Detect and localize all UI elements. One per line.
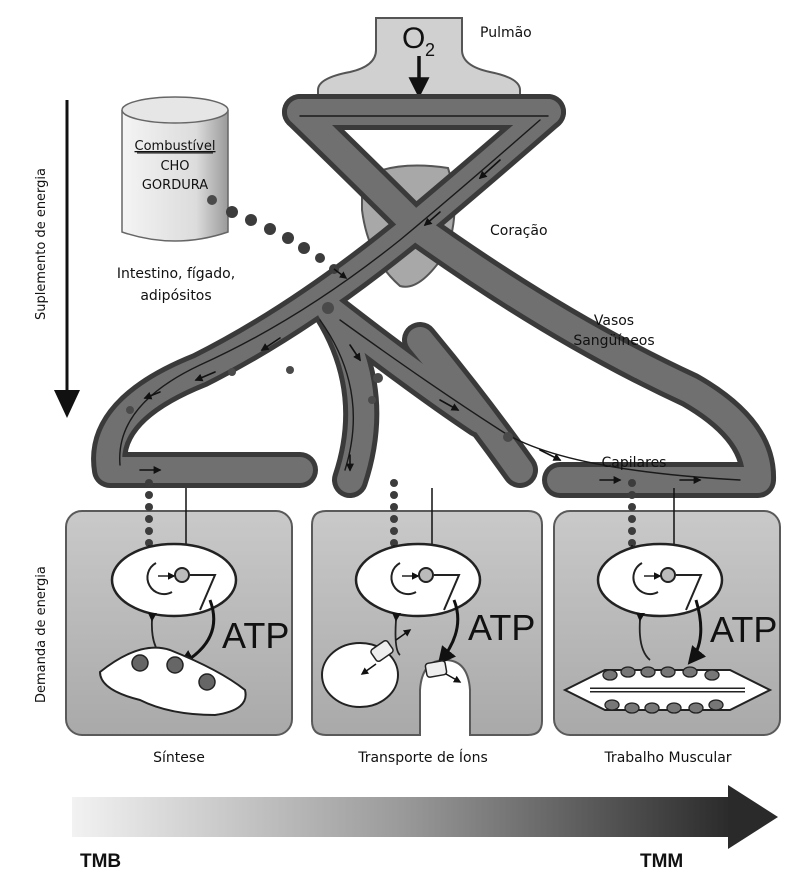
svg-text:O: O bbox=[402, 22, 425, 55]
fuel-title: Combustível bbox=[135, 139, 216, 154]
fuel-container: Combustível CHO GORDURA bbox=[121, 96, 229, 242]
panel-synthesis-label: Síntese bbox=[153, 750, 205, 766]
panel-muscle-work: ATP Trabalho Muscular bbox=[553, 479, 781, 766]
atp-ion-transport: ATP bbox=[468, 607, 535, 648]
fuel-dots bbox=[226, 206, 339, 274]
capillaries-label: Capilares bbox=[602, 455, 667, 471]
svg-text:2: 2 bbox=[425, 40, 435, 60]
atp-muscle-work: ATP bbox=[710, 609, 777, 650]
lung-label: Pulmão bbox=[480, 25, 532, 41]
panel-ion-transport: ATP Transporte de Íons bbox=[311, 479, 543, 766]
blood-vessels bbox=[91, 94, 776, 498]
energy-supply-label: Suplemento de energia bbox=[34, 168, 49, 320]
bmr-label: TMB bbox=[80, 851, 121, 872]
metabolic-rate-arrow bbox=[72, 785, 778, 849]
mmr-label: TMM bbox=[640, 851, 683, 872]
panel-muscle-work-label: Trabalho Muscular bbox=[603, 750, 731, 766]
fuel-cho: CHO bbox=[160, 159, 189, 174]
fuel-fat: GORDURA bbox=[142, 178, 208, 193]
energy-supply-axis: Suplemento de energia Demanda de energia bbox=[34, 100, 80, 703]
vessels-label-line2: Sangüíneos bbox=[573, 333, 654, 349]
energy-demand-label: Demanda de energia bbox=[34, 566, 49, 703]
oxygen-label: O 2 bbox=[402, 22, 435, 99]
fuel-source-line2: adipósitos bbox=[140, 288, 211, 304]
panel-synthesis: ATP Síntese bbox=[65, 479, 293, 766]
vessels-label-line1: Vasos bbox=[594, 313, 634, 329]
panel-ion-transport-label: Transporte de Íons bbox=[357, 749, 488, 766]
heart-label: Coração bbox=[490, 223, 548, 239]
fuel-source-line1: Intestino, fígado, bbox=[117, 266, 235, 282]
atp-synthesis: ATP bbox=[222, 615, 289, 656]
